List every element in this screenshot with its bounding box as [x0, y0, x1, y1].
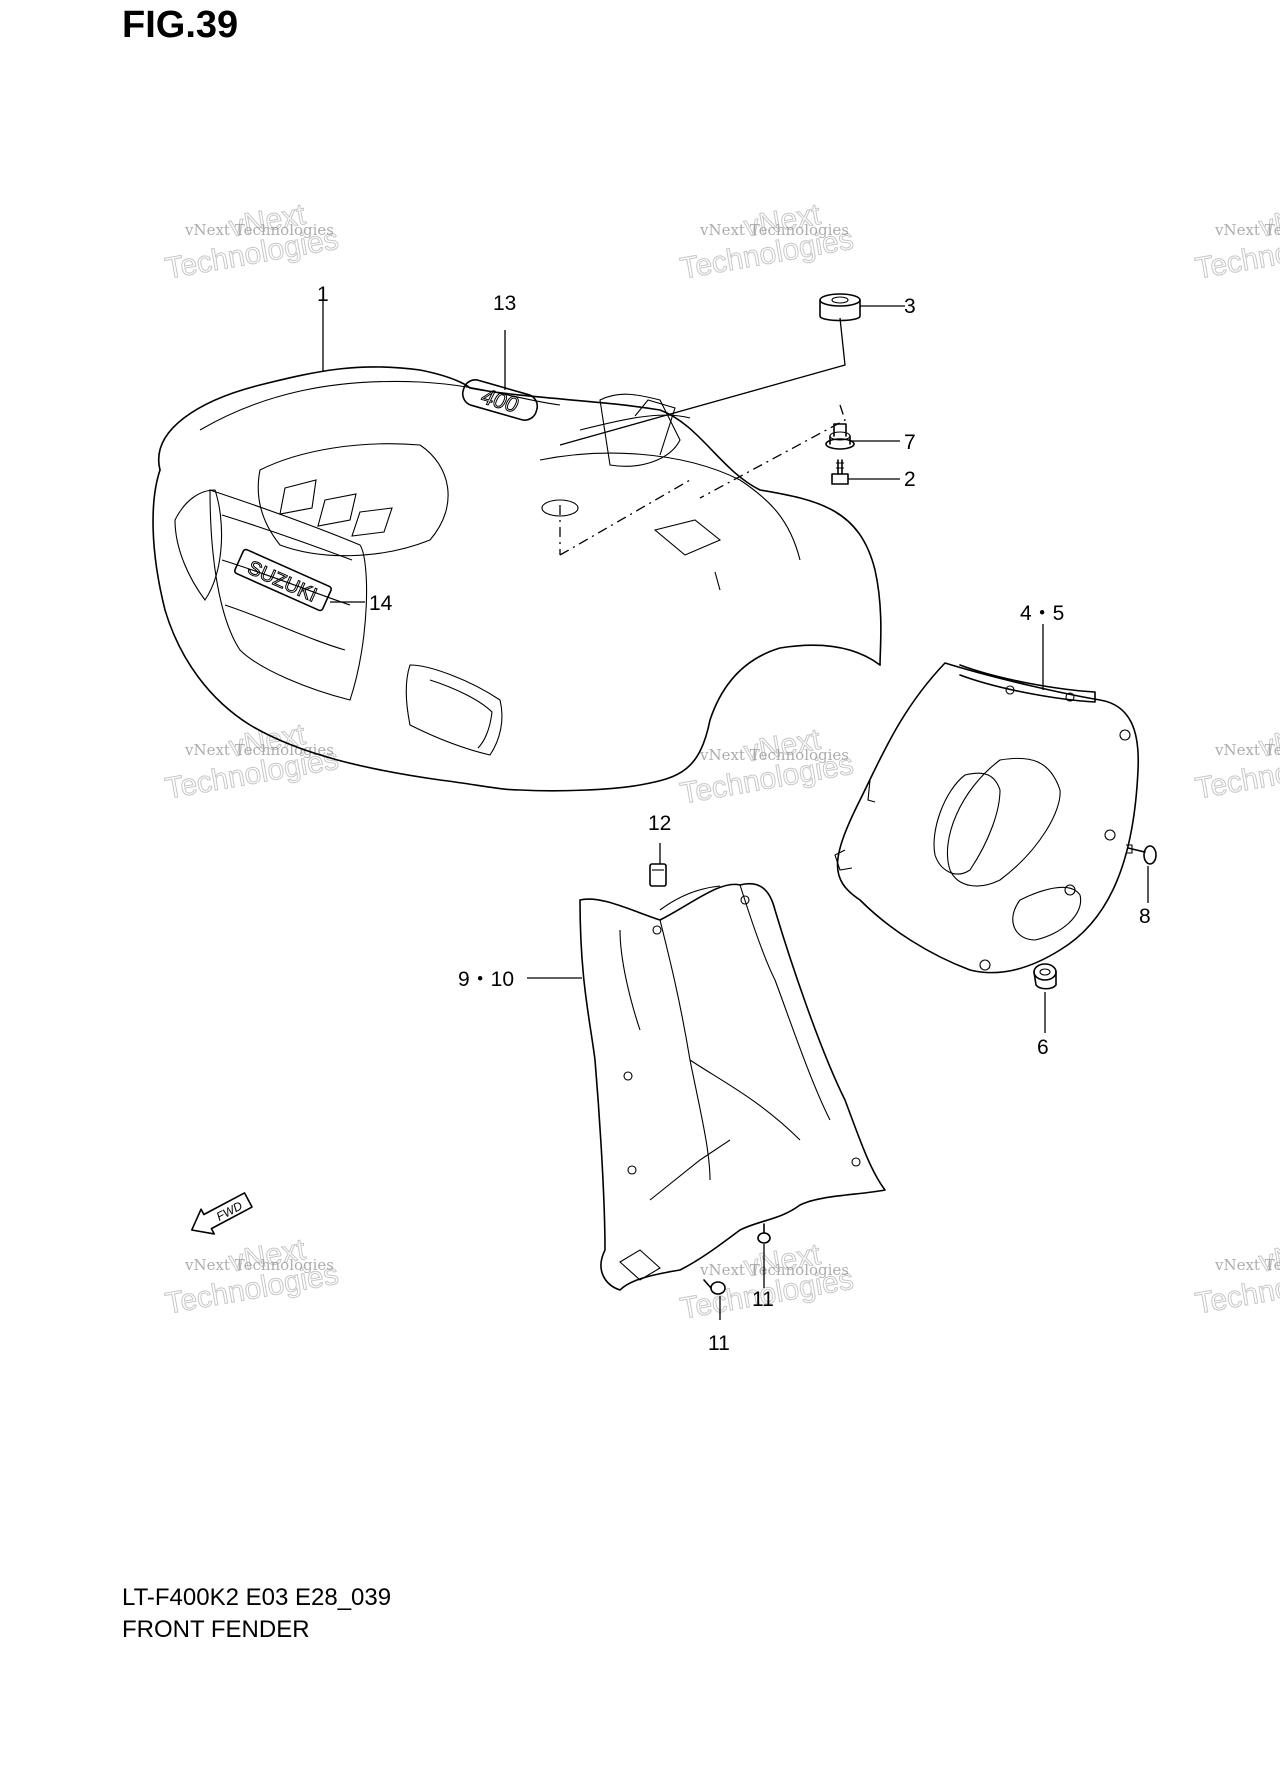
watermark-text: vNext Technologies — [1214, 221, 1280, 239]
inner-fender-part-9-10 — [579, 883, 886, 1291]
figure-name: FRONT FENDER — [122, 1616, 310, 1643]
watermark-text: vNext — [1257, 718, 1280, 764]
callout-2: 2 — [904, 468, 916, 491]
watermark: vNext Technologies Technologies vNext — [677, 197, 856, 286]
watermark: vNext Technologies Technologies vNext — [1192, 1232, 1280, 1321]
grommet-part-6 — [1033, 963, 1057, 990]
watermark-text: vNext Technologies — [699, 746, 849, 764]
leader-lines — [322, 300, 1149, 1320]
side-panel-part-4-5 — [834, 662, 1140, 974]
watermark-text: vNext Technologies — [1214, 741, 1280, 759]
callout-1: 1 — [317, 283, 329, 306]
watermark-text: vNext — [1257, 198, 1280, 244]
watermark-text: vNext Technologies — [184, 1256, 334, 1274]
callout-labels: 1 13 3 7 2 14 4・5 8 6 12 9・10 11 11 — [317, 283, 1151, 1355]
bolt-part-2 — [831, 459, 849, 485]
grommet-part-3 — [819, 293, 861, 322]
collar-part-7 — [825, 423, 855, 450]
callout-3: 3 — [904, 295, 916, 318]
watermark-text: vNext Technologies — [1214, 1256, 1280, 1274]
suzuki-emblem: SUZUKI — [234, 548, 332, 612]
watermark: vNext Technologies Technologies vNext — [677, 722, 856, 811]
front-fender-part — [152, 366, 882, 792]
figure-title: FIG.39 — [122, 4, 239, 46]
callout-7: 7 — [904, 431, 916, 454]
callout-11: 11 — [752, 1288, 774, 1311]
callout-8: 8 — [1139, 905, 1151, 928]
suzuki-emblem-text: SUZUKI — [244, 557, 320, 607]
400-emblem: 400 — [461, 379, 539, 421]
watermark-text: vNext Technologies — [184, 221, 334, 239]
callout-12: 12 — [648, 812, 671, 835]
watermark-text: vNext Technologies — [184, 741, 334, 759]
watermark-text: vNext — [1257, 1233, 1280, 1279]
callout-14: 14 — [369, 592, 393, 615]
400-emblem-text: 400 — [479, 383, 522, 417]
forward-arrow-label: FWD — [214, 1198, 245, 1223]
figure-code: LT-F400K2 E03 E28_039 — [122, 1584, 392, 1611]
watermark: vNext Technologies Technologies vNext — [1192, 717, 1280, 806]
callout-6: 6 — [1037, 1036, 1049, 1059]
watermark: vNext Technologies Technologies vNext — [162, 717, 341, 806]
nut-part-12 — [649, 863, 667, 887]
watermark: vNext Technologies Technologies vNext — [162, 197, 341, 286]
watermark-group: vNext Technologies Technologies vNext vN… — [162, 197, 1280, 1326]
watermark: vNext Technologies Technologies vNext — [1192, 197, 1280, 286]
callout-13: 13 — [493, 292, 516, 315]
callout-11: 11 — [708, 1332, 730, 1355]
screw-part-8 — [1126, 844, 1157, 865]
rivet-part-11 — [703, 1279, 726, 1295]
rivet-part-11 — [757, 1223, 771, 1244]
callout-4-5: 4・5 — [1020, 602, 1064, 625]
forward-arrow-icon: FWD — [190, 1192, 253, 1235]
watermark-text: vNext Technologies — [699, 221, 849, 239]
callout-9-10: 9・10 — [458, 968, 514, 991]
watermark-text: vNext Technologies — [699, 1261, 849, 1279]
watermark: vNext Technologies Technologies vNext — [162, 1232, 341, 1321]
